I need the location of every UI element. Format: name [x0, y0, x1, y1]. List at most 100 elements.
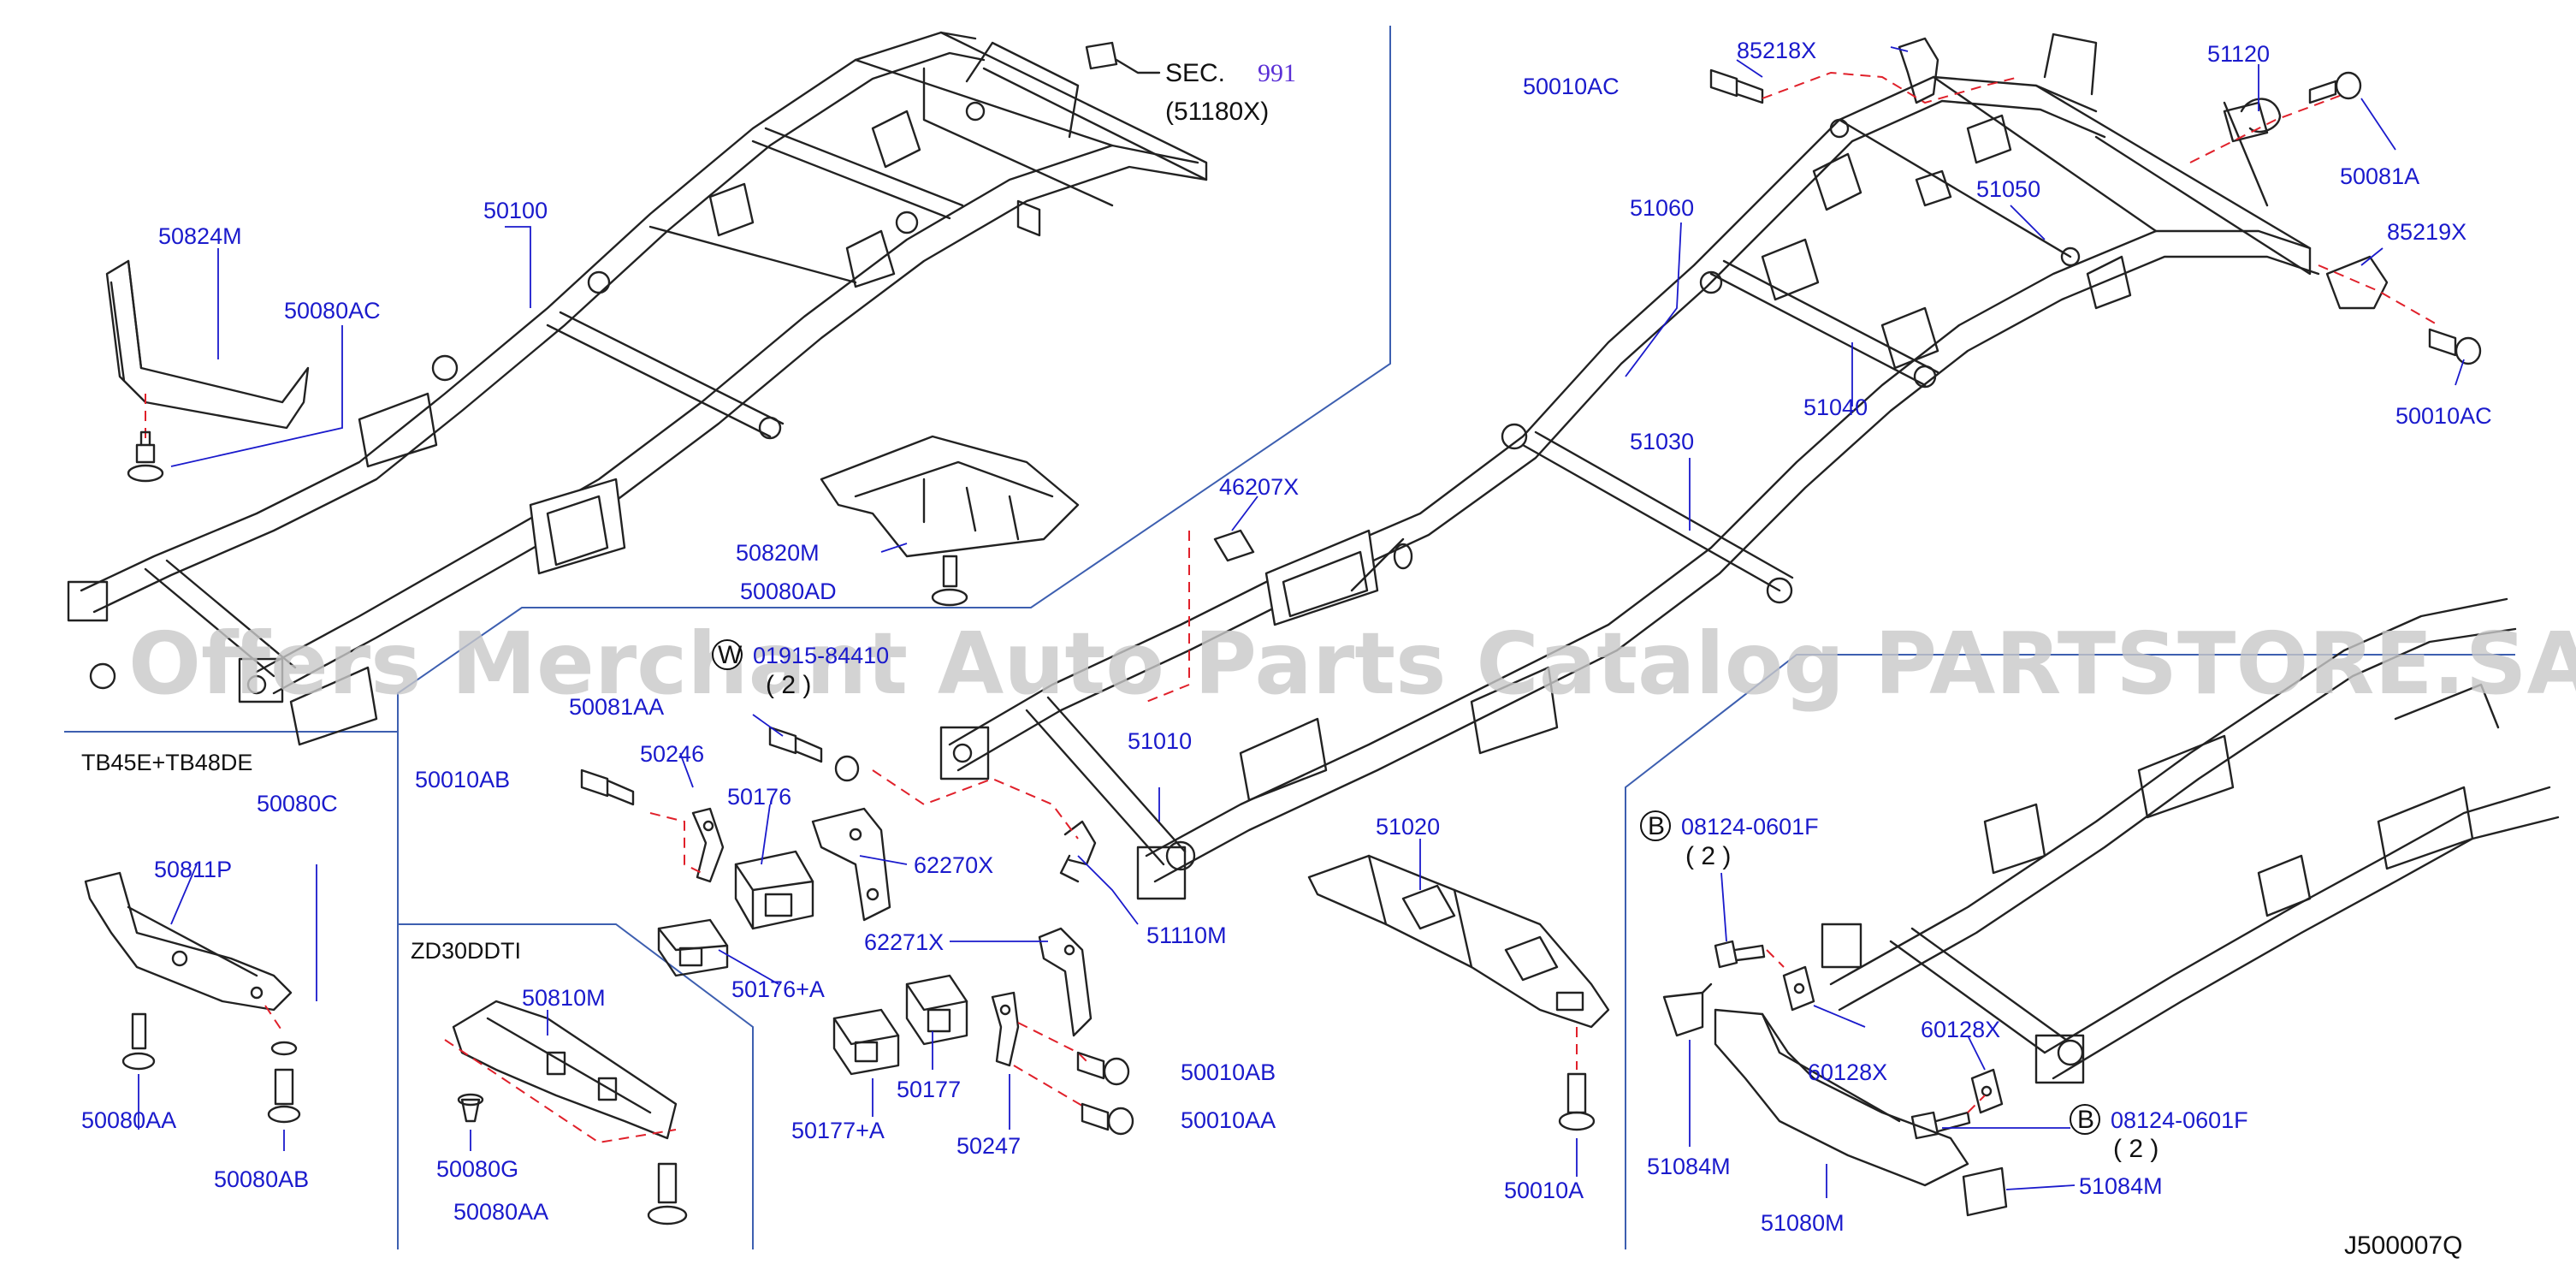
b1-ref-qty: ( 2 )	[1685, 842, 1731, 870]
part-label-50080G[interactable]: 50080G	[436, 1156, 518, 1182]
part-label-50080AB[interactable]: 50080AB	[214, 1166, 309, 1192]
part-label-51020[interactable]: 51020	[1376, 814, 1440, 840]
bolt-50080AA-a-drawing	[121, 1012, 156, 1071]
part-label-51084M-a[interactable]: 51084M	[1647, 1154, 1731, 1179]
dash-50247-b	[1013, 1065, 1087, 1109]
part-label-50810M[interactable]: 50810M	[522, 985, 606, 1011]
dash-51120	[2189, 93, 2345, 163]
part-label-50177[interactable]: 50177	[897, 1077, 961, 1102]
part-label-51110M[interactable]: 51110M	[1146, 923, 1227, 948]
bracket-50811P-drawing	[84, 871, 293, 1012]
washer-50080C-drawing	[270, 1041, 298, 1056]
bolt-b1-drawing	[1714, 940, 1766, 969]
drawing-code: J500007Q	[2344, 1231, 2462, 1260]
frame-51010-drawing	[939, 33, 2320, 900]
part-label-85219X[interactable]: 85219X	[2387, 219, 2466, 245]
bracket-50810M-drawing	[452, 1000, 678, 1140]
part-label-46207X[interactable]: 46207X	[1219, 474, 1299, 500]
pad-60128X-b-drawing	[1970, 1068, 2004, 1114]
bolt-50010AC-b-drawing	[1709, 68, 1764, 104]
bolt-ref-b1: B 08124-0601F ( 2 )	[1640, 810, 1819, 870]
variant-zd-label: ZD30DDTI	[411, 938, 521, 964]
b2-symbol-letter: B	[2077, 1106, 2094, 1134]
w-symbol-circle	[712, 639, 743, 670]
dash-85219X	[2318, 264, 2439, 326]
part-label-62270X[interactable]: 62270X	[914, 852, 993, 878]
w-ref-qty: ( 2 )	[766, 671, 811, 699]
bracket-51084M-a-drawing	[1662, 982, 1713, 1037]
b2-ref-code[interactable]: 08124-0601F	[2111, 1107, 2248, 1133]
part-label-50176[interactable]: 50176	[727, 784, 791, 810]
part-label-50081A[interactable]: 50081A	[2340, 163, 2419, 189]
part-label-50811P[interactable]: 50811P	[154, 857, 232, 882]
part-label-50080AD[interactable]: 50080AD	[740, 579, 837, 604]
part-label-50080AC-left[interactable]: 50080AC	[284, 298, 381, 323]
hook-51120-drawing	[2223, 98, 2282, 143]
part-label-50176A[interactable]: 50176+A	[731, 976, 825, 1002]
part-label-50080C[interactable]: 50080C	[257, 791, 338, 816]
watermark-text: Offers Merchant Auto Parts Catalog PARTS…	[128, 614, 2576, 714]
bolt-50010A-drawing	[1558, 1072, 1596, 1131]
part-label-60128X-a[interactable]: 60128X	[1808, 1059, 1887, 1085]
bolt-ref-w: W 01915-84410 ( 2 )	[712, 639, 889, 699]
bolt-50081AA-drawing	[768, 726, 860, 782]
bracket-46207X-drawing	[1213, 529, 1255, 562]
part-label-50010A[interactable]: 50010A	[1504, 1178, 1584, 1203]
dash-50081AA	[872, 769, 1079, 840]
part-label-50080AA-a[interactable]: 50080AA	[81, 1107, 176, 1133]
part-label-50824M[interactable]: 50824M	[158, 223, 242, 249]
section-ref-sub: (51180X)	[1165, 98, 1269, 126]
part-label-50010AA[interactable]: 50010AA	[1181, 1107, 1276, 1133]
part-label-50177A[interactable]: 50177+A	[791, 1118, 885, 1143]
part-label-51060[interactable]: 51060	[1630, 195, 1694, 221]
sec-991-drawing	[1085, 41, 1161, 74]
mount-50176-drawing	[734, 850, 814, 930]
part-label-62271X[interactable]: 62271X	[864, 929, 944, 955]
dash-60128X-b	[1967, 1095, 1986, 1113]
pad-60128X-a-drawing	[1782, 965, 1815, 1012]
skid-plate-50820M-drawing	[820, 435, 1080, 558]
bolt-50080AA-b-drawing	[647, 1162, 688, 1225]
b1-symbol-circle	[1640, 810, 1671, 841]
mount-50176A-drawing	[657, 918, 729, 977]
part-label-51030[interactable]: 51030	[1630, 429, 1694, 454]
part-label-50246[interactable]: 50246	[640, 741, 704, 767]
part-label-50820M[interactable]: 50820M	[736, 540, 820, 566]
part-label-51080M[interactable]: 51080M	[1761, 1210, 1845, 1236]
part-label-51120[interactable]: 51120	[2207, 41, 2270, 67]
bolt-50080AB-drawing	[267, 1068, 301, 1124]
part-label-50010AB-a[interactable]: 50010AB	[415, 767, 510, 792]
part-label-85218X[interactable]: 85218X	[1737, 38, 1816, 63]
b2-ref-qty: ( 2 )	[2113, 1135, 2159, 1163]
tow-hook-51110M-drawing	[1059, 820, 1097, 883]
dash-50247-a	[1017, 1022, 1087, 1062]
dash-50246	[649, 812, 702, 874]
b1-symbol-letter: B	[1648, 812, 1665, 840]
part-label-50081AA[interactable]: 50081AA	[569, 694, 664, 720]
bracket-51080M-drawing	[1714, 1008, 1969, 1187]
part-label-51084M-b[interactable]: 51084M	[2079, 1173, 2163, 1199]
part-label-50010AC-top[interactable]: 50010AC	[1523, 74, 1620, 99]
bolt-ref-b2: B 08124-0601F ( 2 )	[2070, 1104, 2248, 1163]
bracket-50824M-drawing	[105, 259, 310, 430]
section-ref-number[interactable]: 991	[1258, 59, 1296, 87]
bolt-b2-drawing	[1910, 1111, 1971, 1140]
part-label-50247[interactable]: 50247	[956, 1133, 1021, 1159]
frame-50100-drawing	[67, 31, 1208, 746]
mount-50177-drawing	[905, 974, 968, 1046]
dash-46207X	[1146, 531, 1190, 703]
part-label-50010AB-b[interactable]: 50010AB	[1181, 1059, 1276, 1085]
dash-50811P	[264, 1005, 283, 1032]
w-ref-code[interactable]: 01915-84410	[753, 643, 889, 668]
bolt-50081A-drawing	[2308, 71, 2362, 104]
part-label-50100[interactable]: 50100	[483, 198, 548, 223]
b1-ref-code[interactable]: 08124-0601F	[1681, 814, 1819, 840]
part-label-51010[interactable]: 51010	[1128, 728, 1192, 754]
part-label-50010AC-right[interactable]: 50010AC	[2395, 403, 2492, 429]
part-label-51040[interactable]: 51040	[1803, 395, 1868, 420]
part-label-51050[interactable]: 51050	[1976, 176, 2040, 202]
dash-60128X-a	[1766, 949, 1785, 968]
part-label-50080AA-b[interactable]: 50080AA	[453, 1199, 548, 1225]
part-label-60128X-b[interactable]: 60128X	[1921, 1017, 2000, 1042]
